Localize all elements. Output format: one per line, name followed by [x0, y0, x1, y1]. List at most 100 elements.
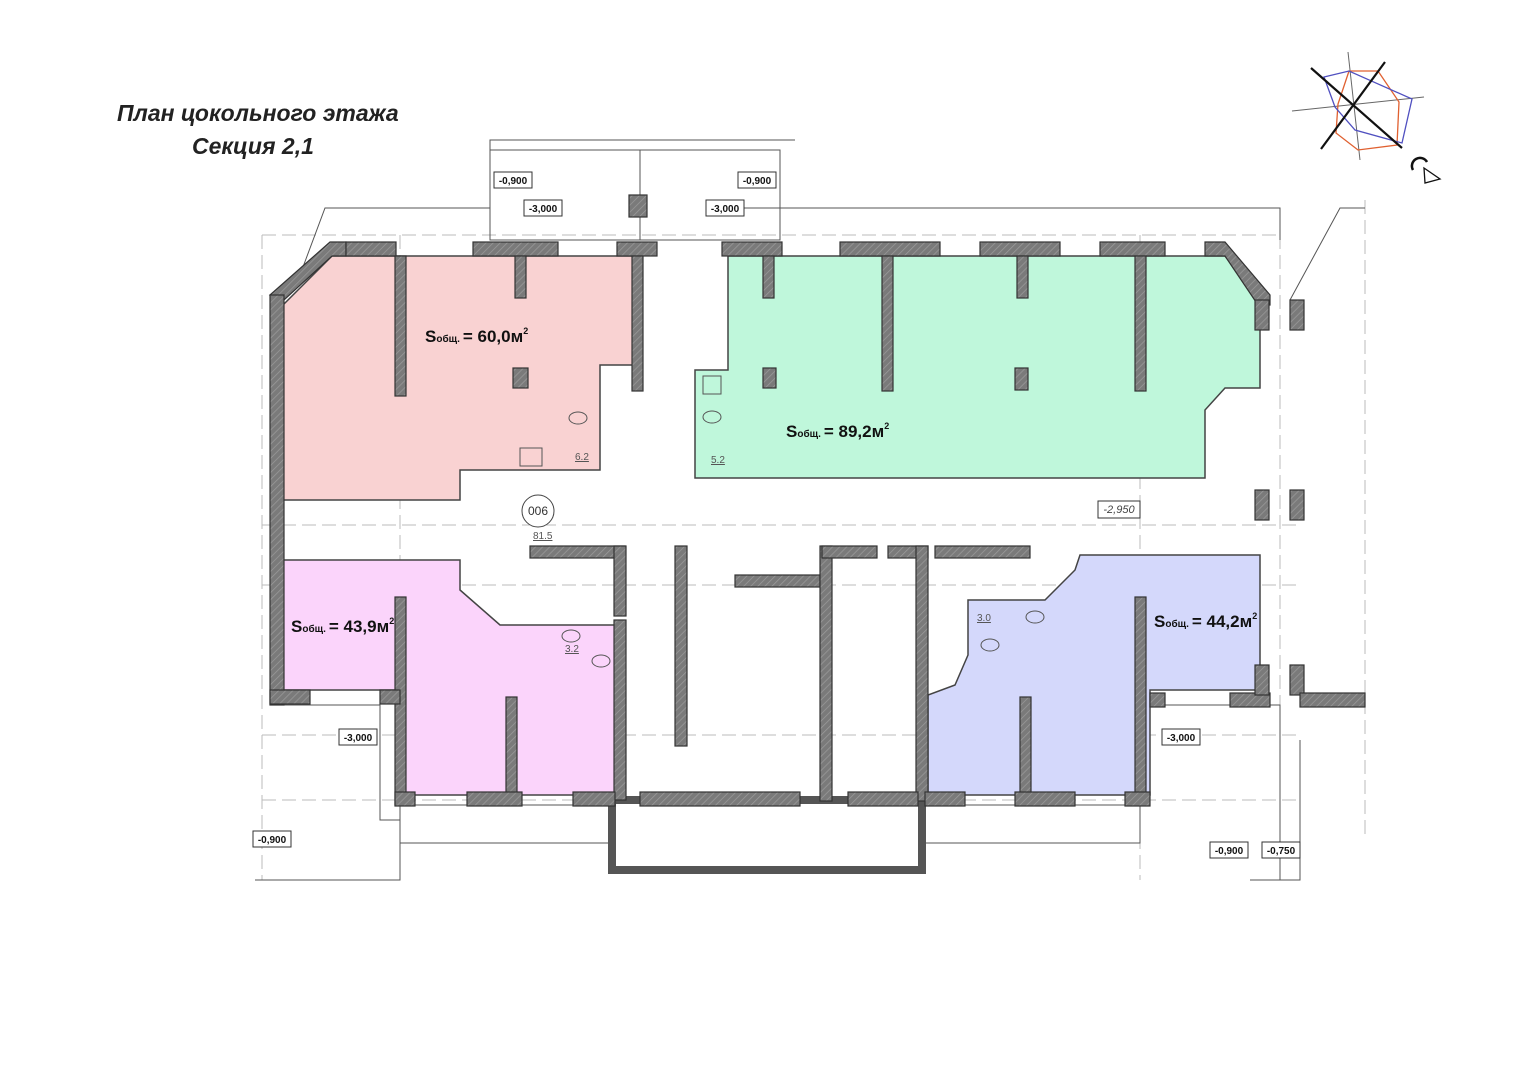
wall-segment [1134, 255, 1147, 392]
wall-segment [394, 791, 416, 807]
wall-segment [1149, 692, 1166, 708]
wall-segment [1134, 596, 1147, 806]
unit-2-area-label: Sобщ.= 89,2м2 [786, 421, 889, 441]
wall-segment [1099, 241, 1166, 257]
unit-2-bath-area: 5.2 [711, 455, 725, 466]
wall-segment [639, 791, 801, 807]
wall-segment [466, 791, 523, 807]
corridor-area: 81.5 [533, 531, 553, 542]
level-marker-box [737, 171, 777, 189]
wall-segment [572, 791, 616, 807]
wall-segment [505, 696, 518, 798]
level-marker-box [523, 199, 563, 217]
wall-segment [762, 367, 777, 389]
wall-segment [1299, 692, 1366, 708]
wall-segment [934, 545, 1031, 559]
wall-segment [512, 367, 529, 389]
wall-segment [345, 241, 397, 257]
level-marker: -3,000 [344, 733, 373, 744]
corridor-number-badge [521, 494, 555, 528]
level-marker-box [338, 728, 378, 746]
wall-segment [1254, 664, 1270, 696]
unit-4-area-label: Sобщ.= 44,2м2 [1154, 611, 1257, 631]
toilet-icon [980, 638, 1000, 652]
unit-4-bath-area: 3.0 [977, 613, 991, 624]
wall-segment [762, 255, 775, 299]
sink-icon [519, 447, 543, 467]
sink-icon [561, 629, 581, 643]
toilet-icon [591, 654, 611, 668]
level-marker-box [1209, 841, 1249, 859]
level-marker-box [493, 171, 533, 189]
unit-3-fill [282, 559, 616, 796]
unit-2-fill [694, 255, 1261, 479]
wall-segment [613, 619, 627, 801]
plan-title: План цокольного этажа [117, 100, 399, 126]
wall-segment [819, 545, 833, 802]
level-markers: -0,900 -0,900 -3,000 -3,000 -3,000 -3,000 -0,9… [252, 171, 1301, 859]
level-marker: -0,750 [1267, 846, 1296, 857]
level-marker-box [252, 830, 292, 848]
level-marker: -3,000 [529, 204, 558, 215]
wall-segment [269, 294, 285, 706]
wall-segment [1016, 255, 1029, 299]
level-marker: -0,900 [743, 176, 772, 187]
wall-segment [613, 545, 627, 617]
bathroom-fixtures [519, 375, 1045, 668]
wall-segment [881, 255, 894, 392]
level-marker: -0,900 [258, 835, 287, 846]
unit-1-area-label: Sобщ.= 60,0м2 [425, 326, 528, 346]
wall-segment [979, 241, 1061, 257]
wall-segment [1124, 791, 1151, 807]
unit-1-bath-area: 6.2 [575, 452, 589, 463]
wall-segment [628, 194, 648, 218]
wall-segment [847, 791, 919, 807]
wall-segment [616, 241, 658, 257]
walls [268, 194, 1366, 807]
sink-icon [702, 375, 722, 395]
wall-segment [674, 545, 688, 747]
wall-segment [1014, 791, 1076, 807]
wall-segment [529, 545, 626, 559]
toilet-icon [568, 411, 588, 425]
corridor-level: -2,950 [1103, 504, 1135, 516]
wall-segment [472, 241, 559, 257]
wall-segment [1289, 664, 1305, 696]
level-marker-box [705, 199, 745, 217]
level-marker-box [1261, 841, 1301, 859]
wall-segment [1019, 696, 1032, 798]
level-marker: -3,000 [711, 204, 740, 215]
wall-segment [734, 574, 821, 588]
level-marker: -0,900 [1215, 846, 1244, 857]
section-title: Секция 2,1 [192, 133, 314, 159]
wall-segment [1289, 489, 1305, 521]
wall-segment [915, 545, 929, 802]
wall-segment [514, 255, 527, 299]
unit-1-fill [282, 255, 641, 501]
wall-segment [924, 791, 966, 807]
wall-segment [721, 241, 783, 257]
wind-rose-compass-icon [1291, 51, 1442, 184]
wall-segment [394, 255, 407, 397]
wall-segment [269, 689, 311, 705]
wall-segment [1289, 299, 1305, 331]
level-marker: -0,900 [499, 176, 528, 187]
level-marker: -3,000 [1167, 733, 1196, 744]
level-marker-box [1161, 728, 1201, 746]
wall-segment [379, 689, 401, 705]
unit-3-bath-area: 3.2 [565, 644, 579, 655]
corridor-number: 006 [528, 504, 548, 518]
wall-segment [1254, 489, 1270, 521]
wall-segment [1254, 299, 1270, 331]
wall-segment [1229, 692, 1271, 708]
unit-4-fill [927, 554, 1261, 796]
wall-segment [821, 545, 878, 559]
wall-segment [631, 255, 644, 392]
wall-segment [839, 241, 941, 257]
corridor-level-box [1097, 500, 1141, 519]
toilet-icon [702, 410, 722, 424]
unit-3-area-label: Sобщ.= 43,9м2 [291, 616, 394, 636]
wall-segment [1014, 367, 1029, 391]
sink-icon [1025, 610, 1045, 624]
